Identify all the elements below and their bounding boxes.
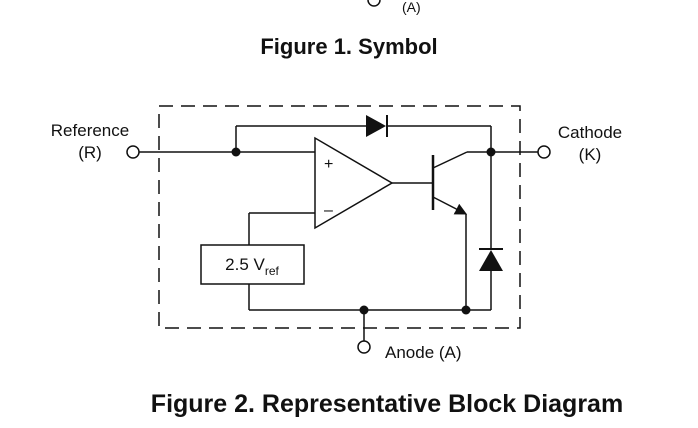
anode-label: Anode (A) bbox=[385, 343, 462, 362]
op-amp: + – bbox=[314, 136, 433, 230]
anode-junction-right bbox=[461, 305, 471, 315]
figure2-caption: Figure 2. Representative Block Diagram bbox=[151, 390, 623, 418]
cathode-pin-label: (K) bbox=[579, 145, 602, 164]
reference-pin-label: (R) bbox=[78, 143, 102, 162]
symbol-fragment: (A) bbox=[367, 0, 421, 15]
vref-label: 2.5 Vref bbox=[225, 255, 279, 278]
package-boundary bbox=[158, 105, 521, 329]
reference-net bbox=[126, 125, 366, 159]
vref-net: 2.5 Vref bbox=[200, 212, 315, 310]
op-amp-minus: – bbox=[324, 202, 333, 219]
anode-fragment-label: (A) bbox=[402, 0, 421, 15]
vref-block bbox=[200, 244, 305, 285]
figure1-caption: Figure 1. Symbol bbox=[260, 34, 437, 59]
anode-pin-fragment bbox=[367, 0, 381, 7]
reference-pin bbox=[126, 145, 140, 159]
feedback-diode bbox=[366, 115, 492, 152]
protection-diode bbox=[479, 248, 503, 310]
output-transistor bbox=[431, 151, 491, 310]
cathode-net bbox=[486, 145, 551, 249]
cathode-pin bbox=[537, 145, 551, 159]
cathode-label: Cathode bbox=[558, 123, 622, 142]
reference-label: Reference bbox=[51, 121, 129, 140]
anode-pin bbox=[357, 340, 371, 354]
op-amp-plus: + bbox=[324, 156, 333, 173]
anode-net bbox=[249, 305, 491, 354]
